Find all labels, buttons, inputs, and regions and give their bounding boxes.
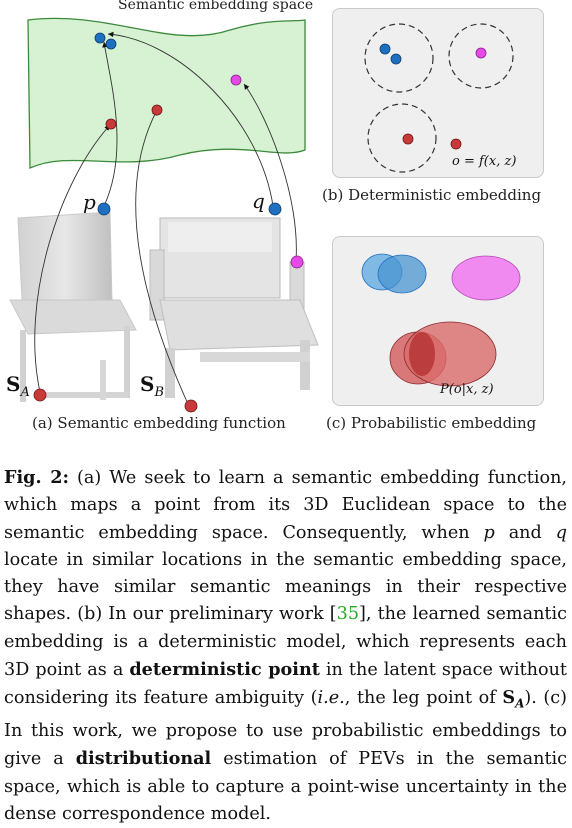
- subcaption-a: (a) Semantic embedding function: [32, 414, 286, 432]
- subcaption-b: (b) Deterministic embedding: [322, 186, 542, 204]
- point-p: [97, 202, 111, 216]
- figure-caption: Fig. 2: (a) We seek to learn a semantic …: [4, 467, 568, 825]
- embedded-point-magenta: [230, 74, 242, 86]
- point-q: [268, 202, 282, 216]
- point-red-chair-a: [33, 388, 47, 402]
- citation-link[interactable]: 35: [336, 604, 360, 625]
- label-s-a: SA: [6, 372, 30, 400]
- point-magenta-chair-b: [290, 255, 304, 269]
- probabilistic-embedding-plot: [361, 253, 521, 387]
- deterministic-embedding-plot: [364, 23, 514, 173]
- panel-deterministic: [332, 8, 544, 178]
- embedded-point-blue-1: [94, 32, 106, 44]
- point-red-chair-b: [184, 399, 198, 413]
- deterministic-formula: o = f(x, z): [452, 154, 517, 169]
- embedded-point-blue-2: [105, 38, 117, 50]
- subcaption-c: (c) Probabilistic embedding: [326, 414, 537, 432]
- embedded-point-red-1: [105, 118, 117, 130]
- chair-b: [149, 217, 319, 398]
- figure-label: Fig. 2:: [4, 467, 69, 488]
- label-q: q: [252, 189, 265, 213]
- chair-a: [9, 211, 137, 402]
- figure-a-illustration: [9, 17, 319, 413]
- probabilistic-formula: P(o|x, z): [440, 382, 494, 397]
- embedding-manifold: [27, 17, 306, 169]
- embedding-space-label: Semantic embedding space: [118, 0, 314, 13]
- embedded-point-red-2: [151, 104, 163, 116]
- label-p: p: [83, 190, 96, 214]
- label-s-b: SB: [140, 372, 165, 400]
